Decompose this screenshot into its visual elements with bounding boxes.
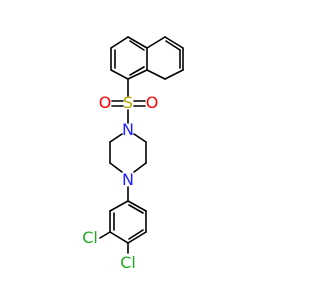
sulfur-atom-label: S <box>123 93 133 112</box>
nitrogen-atom-label-bottom: N <box>122 170 134 189</box>
bond-layer <box>99 36 184 254</box>
oxygen-atom-label-left: O <box>99 93 112 112</box>
bond <box>129 66 145 76</box>
structure-canvas: S O O N N Cl Cl <box>82 36 184 272</box>
bond <box>109 133 123 143</box>
molecule-drawing: S O O N N Cl Cl <box>82 36 184 272</box>
nitrogen-atom-label-top: N <box>122 120 134 139</box>
bond <box>146 36 166 49</box>
bond <box>99 231 111 239</box>
bond <box>129 40 145 51</box>
bond <box>133 162 147 173</box>
atom-label-layer: S O O N N Cl Cl <box>82 93 158 272</box>
bond <box>164 69 184 80</box>
bond <box>146 69 166 80</box>
bond <box>127 69 148 80</box>
bond <box>127 231 147 244</box>
bond <box>127 200 147 212</box>
chlorine-atom-label-left: Cl <box>82 228 98 247</box>
bond <box>109 231 129 244</box>
bond <box>109 162 123 173</box>
bond <box>110 69 129 80</box>
bond <box>165 40 181 51</box>
oxygen-atom-label-right: O <box>146 93 159 112</box>
bond <box>110 36 129 49</box>
bond <box>128 229 144 240</box>
bond <box>128 204 144 214</box>
bond <box>109 200 129 212</box>
bond <box>133 133 147 143</box>
bond <box>164 36 184 49</box>
bond <box>127 36 148 49</box>
chlorine-atom-label-bottom: Cl <box>120 253 136 272</box>
